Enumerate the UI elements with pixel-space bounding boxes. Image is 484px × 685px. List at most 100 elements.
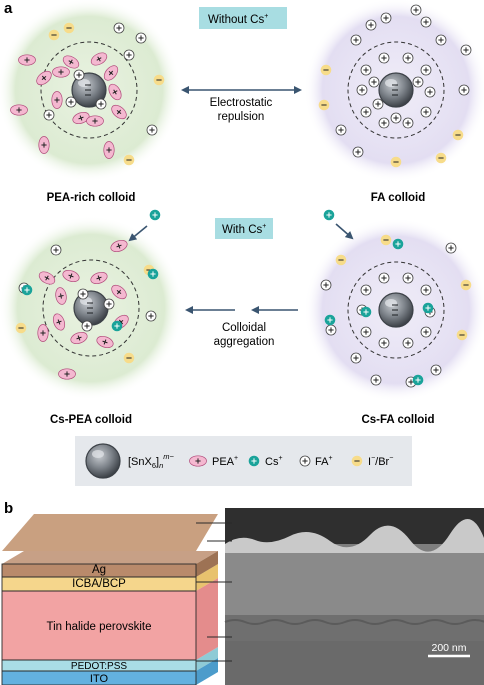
pea-ion: [86, 115, 104, 127]
snx-core: [71, 72, 107, 108]
halide-ion: [335, 254, 347, 266]
halide-ion: [153, 74, 165, 86]
fa-ion: [412, 76, 424, 88]
svg-text:PEA+: PEA+: [212, 455, 238, 468]
fa-colloid-label: FA colloid: [371, 192, 426, 204]
fa-ion: [123, 49, 135, 61]
fa-ion: [378, 272, 390, 284]
fa-ion: [95, 98, 107, 110]
cs-incoming-arrow-right: [335, 223, 354, 240]
layer-pedot-label: PEDOT:PSS: [71, 661, 127, 672]
fa-ion: [135, 32, 147, 44]
pea-ion: [38, 271, 56, 285]
pea-ion: [70, 331, 88, 345]
svg-text:Without Cs+: Without Cs+: [208, 13, 268, 26]
pea-ion: [36, 70, 52, 86]
fa-ion: [360, 64, 372, 76]
svg-text:[SnX6]nm−: [SnX6]nm−: [128, 452, 175, 470]
fa-ion: [360, 284, 372, 296]
fa-ion: [402, 272, 414, 284]
halide-ion: [48, 29, 60, 41]
cs-fa-colloid-label: Cs-FA colloid: [361, 414, 434, 426]
pea-ion: [90, 271, 108, 285]
fa-ion: [320, 279, 332, 291]
fa-ion: [372, 98, 384, 110]
pea-ion: [18, 54, 36, 66]
fa-ion: [335, 124, 347, 136]
pea-ion: [62, 269, 80, 283]
halide-ion: [123, 352, 135, 364]
fa-ion: [145, 310, 157, 322]
fa-ion: [445, 242, 457, 254]
pea-ion: [52, 66, 70, 78]
fa-ion: [380, 12, 392, 24]
fa-ion: [410, 4, 422, 16]
fa-ion: [73, 69, 85, 81]
panel-a-label: a: [4, 0, 13, 17]
fa-ion: [352, 146, 364, 158]
fa-ion: [378, 117, 390, 129]
cs-ion: [149, 209, 161, 221]
halide-ion: [320, 64, 332, 76]
legend: [SnX6]nm− PEA+ Cs+ FA+ I−/Br−: [75, 436, 412, 486]
fa-ion: [370, 374, 382, 386]
cs-ion: [360, 306, 372, 318]
fa-ion: [356, 84, 368, 96]
fa-ion: [65, 96, 77, 108]
fa-ion: [360, 106, 372, 118]
fa-ion: [103, 298, 115, 310]
cs-ion: [323, 209, 335, 221]
pea-ion: [189, 455, 207, 467]
halide-ion: [123, 154, 135, 166]
scale-bar-label: 200 nm: [431, 642, 466, 654]
pea-ion: [58, 368, 76, 380]
layer-ag-label: Ag: [92, 564, 106, 576]
pea-ion: [110, 239, 128, 253]
cs-ion: [422, 302, 434, 314]
aggregation-label: aggregation: [214, 336, 275, 348]
cs-ion: [111, 320, 123, 332]
pea-ion: [72, 111, 90, 125]
pea-ion: [103, 141, 115, 159]
panel-b-label: b: [4, 500, 13, 517]
fa-ion: [77, 288, 89, 300]
fa-ion: [360, 326, 372, 338]
fa-ion: [402, 337, 414, 349]
halide-ion: [390, 156, 402, 168]
halide-ion: [318, 99, 330, 111]
pea-ion: [38, 136, 50, 154]
snx-core: [378, 292, 414, 328]
pea-ion: [55, 287, 67, 305]
fa-ion: [378, 52, 390, 64]
fa-ion: [420, 16, 432, 28]
layer-leader-lines: [196, 522, 232, 662]
fa-ion: [458, 84, 470, 96]
snx-core: [378, 72, 414, 108]
pea-ion: [90, 52, 108, 66]
halide-ion: [380, 234, 392, 246]
fa-ion: [402, 117, 414, 129]
svg-text:I−/Br−: I−/Br−: [368, 455, 393, 468]
halide-ion: [435, 152, 447, 164]
fa-ion: [402, 52, 414, 64]
pea-ion: [62, 55, 80, 69]
svg-text:Cs+: Cs+: [265, 455, 283, 468]
snx-core: [73, 290, 109, 326]
snx-core-legend-icon: [85, 443, 121, 479]
layer-icba-label: ICBA/BCP: [72, 578, 126, 590]
fa-ion: [368, 76, 380, 88]
layer-ito-label: ITO: [90, 673, 109, 685]
cs-incoming-arrow-left: [128, 225, 148, 242]
pea-ion: [108, 83, 122, 101]
pea-ion: [52, 313, 66, 331]
fa-ion: [113, 22, 125, 34]
halide-ion: [452, 129, 464, 141]
svg-text:FA+: FA+: [315, 455, 333, 468]
fa-ion: [420, 64, 432, 76]
cs-ion: [21, 284, 33, 296]
fa-ion: [43, 109, 55, 121]
fa-ion: [420, 326, 432, 338]
halide-ion: [351, 455, 363, 467]
repulsion-label: repulsion: [218, 111, 265, 123]
fa-ion: [365, 19, 377, 31]
